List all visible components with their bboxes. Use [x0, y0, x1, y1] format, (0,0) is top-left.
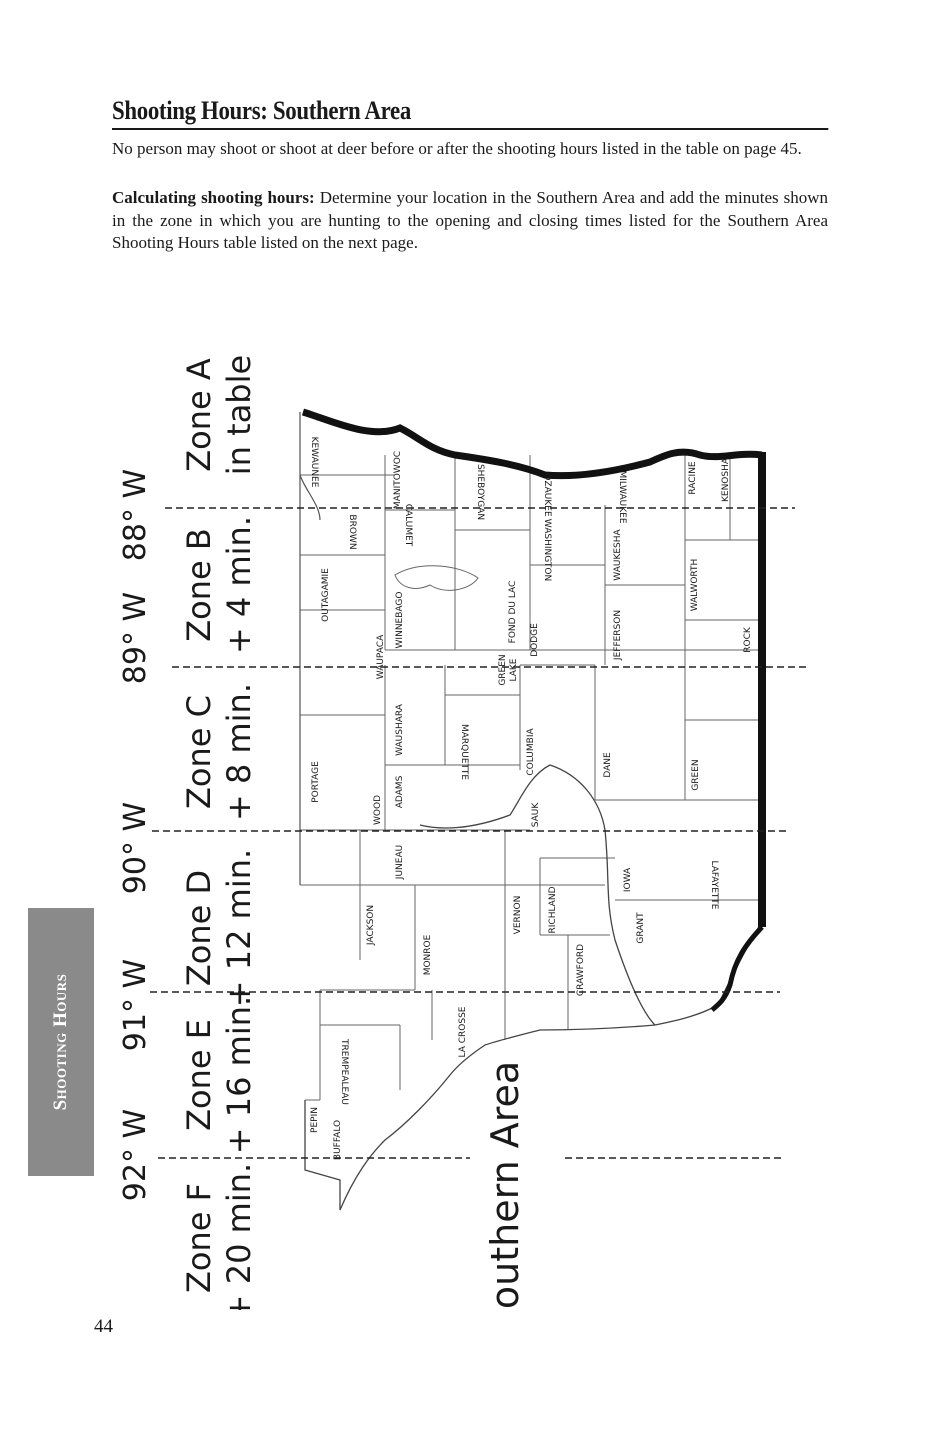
county-kewaunee: KEWAUNEE	[309, 437, 319, 488]
county-jackson: JACKSON	[366, 905, 376, 946]
southern-area-label: Southern Area	[483, 1061, 527, 1310]
zone-f-offset: + 20 min.	[220, 1163, 258, 1310]
county-pepin: PEPIN	[310, 1107, 320, 1133]
county-calumet: CALUMET	[403, 504, 413, 547]
state-boundary	[299, 412, 321, 885]
county-la-crosse: LA CROSSE	[458, 1006, 468, 1057]
county-lafayette: LAFAYETTE	[709, 861, 719, 910]
longitude-label-92: 92° W	[118, 1109, 153, 1201]
county-buffalo: BUFFALO	[333, 1120, 343, 1160]
county-iowa: IOWA	[623, 867, 633, 892]
zone-d-offset: + 12 min.	[220, 849, 258, 1007]
page-number: 44	[94, 1316, 113, 1337]
longitude-label-91: 91° W	[118, 959, 153, 1051]
county-line	[300, 664, 760, 831]
southwest-river-edge	[710, 925, 764, 1012]
zone-c-name: Zone C	[180, 695, 218, 809]
western-river-edge	[304, 764, 761, 1211]
county-vernon: VERNON	[513, 896, 523, 935]
county-waushara: WAUSHARA	[395, 703, 405, 756]
longitude-label-88: 88° W	[118, 469, 153, 561]
county-columbia: COLUMBIA	[526, 728, 536, 776]
southern-area-zone-map: 88° W 89° W 90° W 91° W 92° W Zone A in …	[118, 355, 806, 1310]
section-side-tab: Shooting Hours	[28, 908, 94, 1176]
county-green: GREEN	[691, 759, 701, 790]
county-walworth: WALWORTH	[690, 559, 700, 612]
zone-d-name: Zone D	[180, 870, 218, 986]
county-dane: DANE	[603, 752, 613, 778]
county-green-lake-2: LAKE	[509, 658, 519, 681]
county-boundaries	[300, 455, 760, 1101]
longitude-label-89: 89° W	[118, 592, 153, 684]
county-wood: WOOD	[373, 795, 383, 825]
county-jefferson: JEFFERSON	[613, 610, 623, 661]
county-rock: ROCK	[743, 626, 753, 653]
county-juneau: JUNEAU	[395, 845, 405, 880]
county-adams: ADAMS	[395, 775, 405, 808]
county-manitowoc: MANITOWOC	[393, 451, 403, 509]
county-fond-du-lac: FOND DU LAC	[508, 581, 518, 644]
county-sauk: SAUK	[531, 802, 541, 828]
county-dodge: DODGE	[530, 623, 540, 657]
zone-f-name: Zone F	[180, 1183, 218, 1293]
longitude-label-90: 90° W	[118, 802, 153, 894]
county-sheboygan: SHEBOYGAN	[475, 464, 485, 520]
zone-e-name: Zone E	[180, 1019, 218, 1131]
county-line	[300, 830, 760, 1040]
side-tab-label: Shooting Hours	[50, 973, 71, 1111]
county-outagamie: OUTAGAMIE	[321, 568, 331, 622]
zone-a-offset: in table	[220, 355, 258, 475]
calculation-paragraph: Calculating shooting hours: Determine yo…	[112, 187, 828, 255]
zone-c-offset: + 8 min.	[220, 683, 258, 821]
county-green-lake-1: GREEN	[498, 654, 508, 685]
zone-b-name: Zone B	[180, 528, 218, 642]
lake-winnebago	[394, 565, 479, 591]
lake-michigan-shore	[302, 408, 763, 480]
county-kenosha: KENOSHA	[721, 457, 731, 502]
zone-e-offset: + 16 min.	[220, 996, 258, 1154]
county-milwaukee: MILWAUKEE	[617, 470, 627, 523]
zone-a-name: Zone A	[180, 358, 218, 472]
zone-b-offset: + 4 min.	[220, 516, 258, 654]
calculation-text: Determine your location in the Southern …	[112, 188, 829, 252]
county-racine: RACINE	[688, 461, 698, 495]
county-waupaca: WAUPACA	[376, 634, 386, 679]
longitude-lines	[150, 507, 806, 1159]
county-line	[305, 989, 433, 1101]
county-portage: PORTAGE	[311, 761, 321, 803]
county-washington: WASHINGTON	[542, 519, 552, 581]
county-crawford: CRAWFORD	[576, 944, 586, 996]
county-line	[300, 455, 760, 800]
calculation-lead: Calculating shooting hours:	[112, 188, 315, 207]
county-winnebago: WINNEBAGO	[395, 592, 405, 649]
county-grant: GRANT	[636, 912, 646, 944]
county-ozaukee: OZAUKEE	[542, 473, 552, 517]
county-richland: RICHLAND	[548, 886, 558, 933]
county-monroe: MONROE	[423, 934, 433, 975]
county-trempealeau: TREMPEALEAU	[339, 1038, 349, 1105]
page-heading: Shooting Hours: Southern Area	[112, 96, 829, 130]
county-brown: BROWN	[347, 514, 357, 549]
county-marquette: MARQUETTE	[459, 724, 469, 780]
county-waukesha: WAUKESHA	[613, 528, 623, 580]
intro-paragraph: No person may shoot or shoot at deer bef…	[112, 139, 802, 158]
